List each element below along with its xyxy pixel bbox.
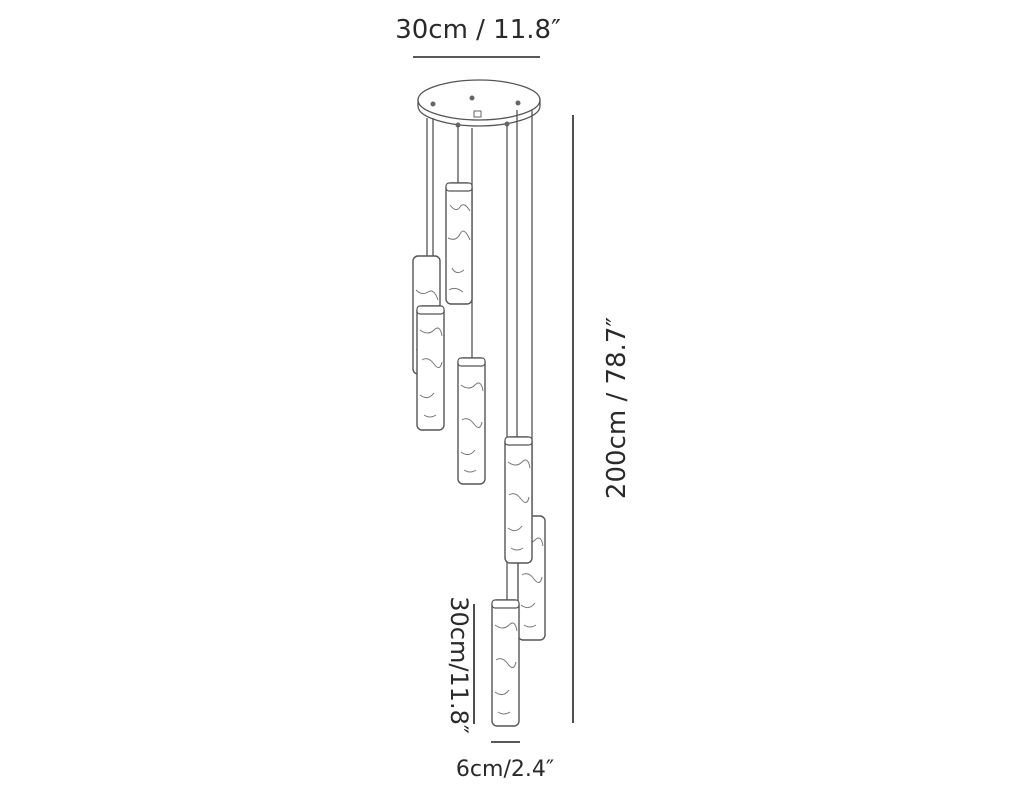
pendant-tube (457, 357, 486, 485)
canopy-hole (469, 95, 475, 101)
pendant-tube (491, 599, 520, 727)
canopy-hole (430, 101, 436, 107)
tube-length-label: 30cm/11.8″ (445, 596, 473, 734)
pendant-tube (445, 182, 473, 305)
canopy-hole (515, 100, 521, 106)
canopy-hole (504, 121, 510, 127)
canopy-width-dimension: 30cm / 11.8″ (395, 15, 561, 58)
total-height-label: 200cm / 78.7″ (602, 317, 632, 499)
ceiling-canopy (417, 79, 541, 128)
canopy-screw (473, 110, 482, 118)
tube-length-dimension: 30cm/11.8″ (445, 596, 475, 734)
canopy-hole (455, 122, 461, 128)
total-height-dimension: 200cm / 78.7″ (572, 115, 632, 723)
tube-diameter-dimension: 6cm/2.4″ (456, 741, 554, 782)
pendant-tube (504, 436, 533, 564)
canopy-width-label: 30cm / 11.8″ (395, 15, 561, 45)
tube-diameter-label: 6cm/2.4″ (456, 757, 554, 782)
pendant-tube (416, 305, 445, 431)
